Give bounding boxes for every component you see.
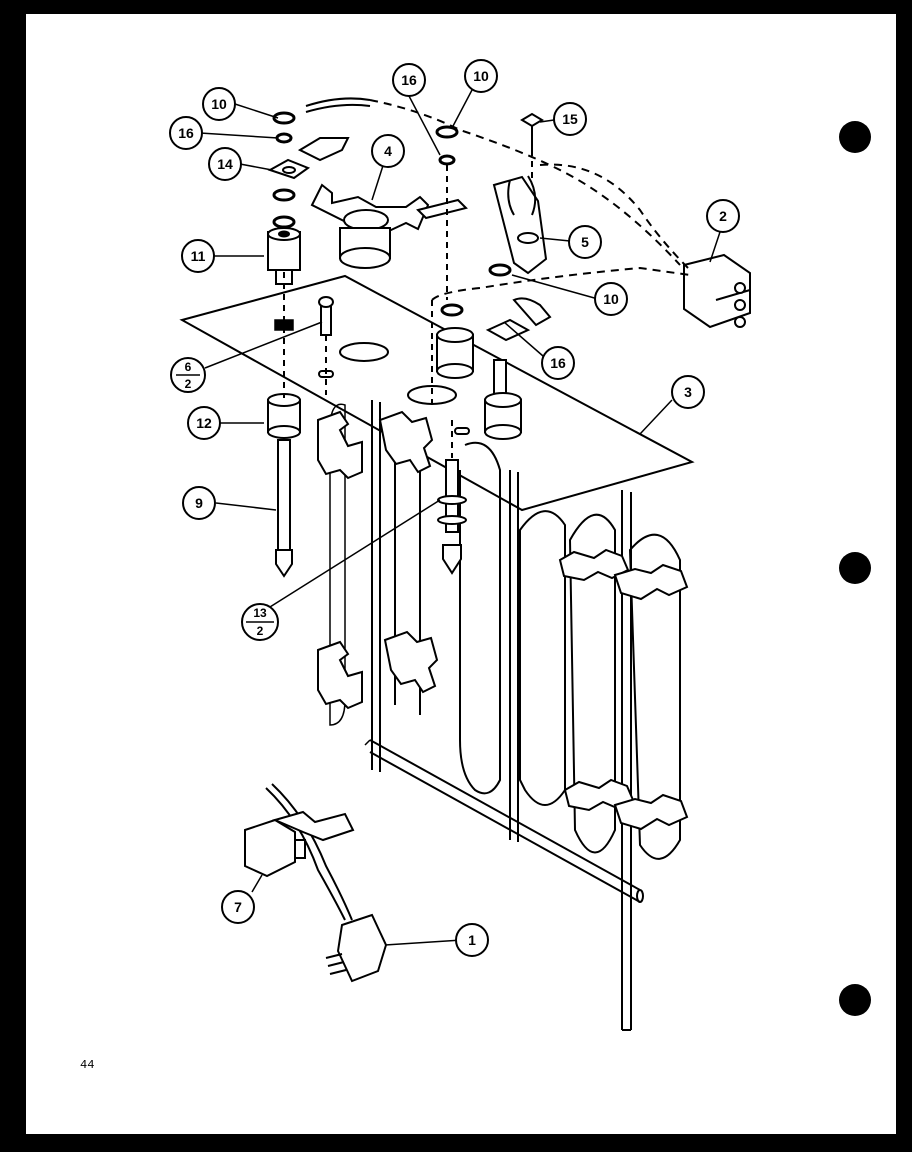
callout-1: 1 <box>455 923 489 957</box>
callout-4: 4 <box>371 134 405 168</box>
binder-hole <box>839 121 871 153</box>
callout-10-right: 10 <box>594 282 628 316</box>
svg-text:10: 10 <box>211 96 227 112</box>
right-hardware <box>369 99 751 405</box>
left-hardware-stack <box>267 97 371 578</box>
heater-element-assembly <box>179 274 695 1031</box>
thermostat <box>310 183 468 269</box>
binder-hole <box>839 552 871 584</box>
svg-text:2: 2 <box>185 377 192 391</box>
leader-lines <box>199 89 721 946</box>
page-number: 44 <box>80 1058 94 1072</box>
center-hardware-stack <box>318 125 522 575</box>
callout-10-top: 10 <box>464 59 498 93</box>
svg-text:12: 12 <box>196 415 212 431</box>
binder-hole <box>839 984 871 1016</box>
element-clips <box>317 410 689 831</box>
svg-text:9: 9 <box>195 495 203 511</box>
callout-16-top: 16 <box>392 63 426 97</box>
callout-5: 5 <box>568 225 602 259</box>
callout-15: 15 <box>553 102 587 136</box>
callout-13-fraction: 13 2 <box>241 603 279 641</box>
callout-2: 2 <box>706 199 740 233</box>
svg-text:3: 3 <box>684 384 692 400</box>
svg-text:5: 5 <box>581 234 589 250</box>
callout-16-left: 16 <box>169 116 203 150</box>
svg-text:14: 14 <box>217 156 233 172</box>
cord-clamp <box>244 818 296 878</box>
plug <box>336 913 388 983</box>
callouts: 1 2 3 4 5 6 2 7 9 10 10 10 11 12 13 2 <box>169 59 740 957</box>
callout-10-left: 10 <box>202 87 236 121</box>
callout-6-fraction: 6 2 <box>170 357 206 393</box>
svg-text:1: 1 <box>468 932 476 948</box>
callout-12: 12 <box>187 406 221 440</box>
callout-11: 11 <box>181 239 215 273</box>
svg-text:4: 4 <box>384 143 392 159</box>
svg-text:6: 6 <box>185 360 192 374</box>
callout-9: 9 <box>182 486 216 520</box>
plate-hole <box>339 342 389 362</box>
svg-text:2: 2 <box>257 624 264 638</box>
callout-14: 14 <box>208 147 242 181</box>
svg-text:15: 15 <box>562 111 578 127</box>
svg-text:11: 11 <box>191 248 206 264</box>
svg-text:16: 16 <box>178 125 194 141</box>
svg-text:16: 16 <box>401 72 417 88</box>
svg-text:16: 16 <box>550 355 566 371</box>
power-cord-assembly <box>244 783 388 983</box>
svg-text:10: 10 <box>473 68 489 84</box>
svg-text:13: 13 <box>253 606 267 620</box>
bolt <box>277 439 291 551</box>
svg-text:10: 10 <box>603 291 619 307</box>
callout-7: 7 <box>221 890 255 924</box>
callout-16-right: 16 <box>541 346 575 380</box>
svg-text:2: 2 <box>719 208 727 224</box>
callout-3: 3 <box>671 375 705 409</box>
plate-slot <box>454 427 470 435</box>
svg-text:7: 7 <box>234 899 242 915</box>
